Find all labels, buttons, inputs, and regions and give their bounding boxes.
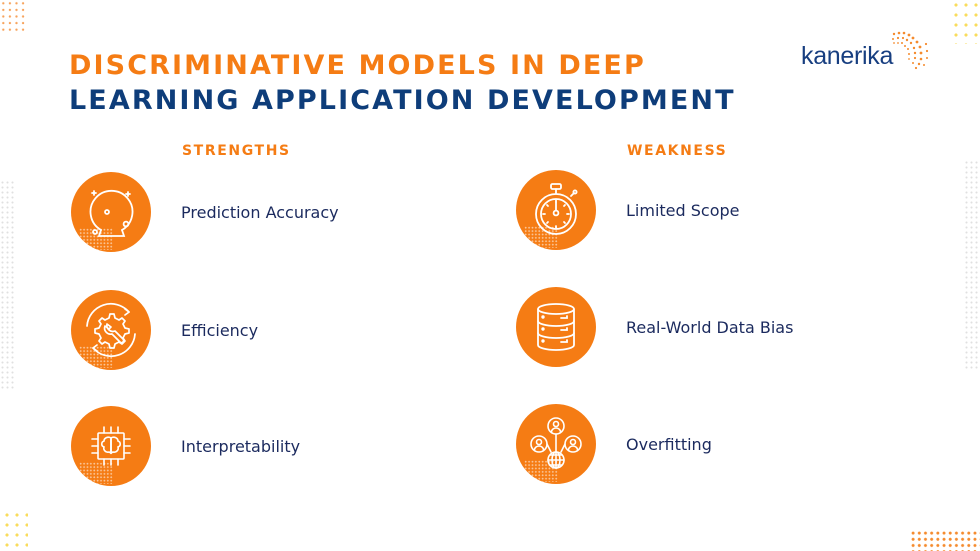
- strengths-heading: STRENGTHS: [182, 143, 291, 159]
- gear-wrench-cycle-icon: [71, 290, 151, 370]
- weakness-label: Real-World Data Bias: [626, 317, 794, 337]
- weakness-item-overfitting: Overfitting: [516, 404, 712, 484]
- decorative-dots-top-left: [0, 0, 28, 32]
- page-title: DISCRIMINATIVE MODELS IN DEEP LEARNING A…: [69, 48, 736, 118]
- title-line-1: DISCRIMINATIVE MODELS IN DEEP: [69, 50, 646, 81]
- stopwatch-icon: [516, 170, 596, 250]
- weakness-item-real-world-data-bias: Real-World Data Bias: [516, 287, 793, 367]
- logo-text: kanerika: [801, 42, 894, 70]
- database-icon: [516, 287, 596, 367]
- decorative-dots-bottom-left: [2, 510, 28, 550]
- weakness-label: Limited Scope: [626, 200, 740, 220]
- weakness-item-limited-scope: Limited Scope: [516, 170, 740, 250]
- decorative-dots-right-edge: [964, 160, 980, 370]
- network-people-icon: [516, 404, 596, 484]
- strength-label: Efficiency: [181, 320, 259, 340]
- weakness-label: Overfitting: [626, 434, 712, 454]
- decorative-dots-top-right: [951, 0, 980, 44]
- strength-item-prediction-accuracy: Prediction Accuracy: [71, 172, 339, 252]
- brain-chip-icon: [71, 406, 151, 486]
- title-line-2: LEARNING APPLICATION DEVELOPMENT: [69, 85, 736, 116]
- strength-item-interpretability: Interpretability: [71, 406, 300, 486]
- decorative-dots-bottom-right: [910, 530, 980, 551]
- strength-item-efficiency: Efficiency: [71, 290, 258, 370]
- strength-label: Interpretability: [181, 436, 301, 456]
- decorative-dots-left-edge: [0, 180, 16, 390]
- weakness-heading: WEAKNESS: [627, 143, 728, 159]
- strength-label: Prediction Accuracy: [181, 202, 339, 222]
- kanerika-logo: kanerika: [800, 28, 930, 78]
- logo-burst-icon: [892, 31, 929, 70]
- crystal-ball-icon: [71, 172, 151, 252]
